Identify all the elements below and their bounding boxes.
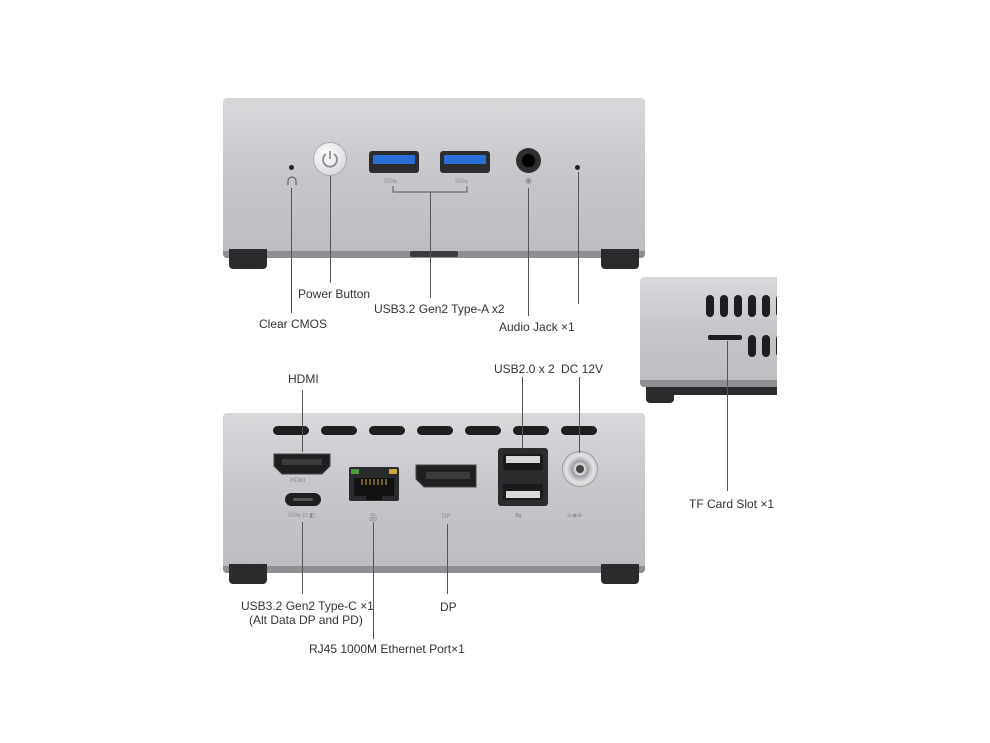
leader-audio (528, 188, 529, 316)
label-rj45: RJ45 1000M Ethernet Port×1 (309, 642, 465, 656)
displayport-port[interactable] (414, 463, 478, 489)
tf-card-slot[interactable] (708, 335, 742, 340)
side-foot (646, 387, 674, 403)
side-vent-2 (720, 295, 728, 317)
rear-vent-3 (369, 426, 405, 435)
label-clear-cmos: Clear CMOS (259, 317, 328, 331)
rear-foot-left (229, 564, 267, 584)
usb2-port-1[interactable] (503, 454, 543, 470)
side-vent-5 (762, 295, 770, 317)
side-vent-9 (776, 335, 777, 357)
usb-c-mark: SS⇆ ⊡ ◧ (288, 513, 316, 519)
usb-ss-mark-1: SS⇆ (384, 179, 398, 185)
side-bottom-edge (674, 387, 777, 395)
rear-vent-2 (321, 426, 357, 435)
front-foot-left (229, 249, 267, 269)
side-panel-edge (640, 380, 777, 387)
ethernet-icon: 品 (369, 513, 377, 522)
usb-a-port-2[interactable] (440, 151, 490, 173)
side-vent-1 (706, 295, 714, 317)
label-tf-card: TF Card Slot ×1 (689, 497, 775, 511)
leader-clear-cmos (291, 188, 292, 313)
side-vent-3 (734, 295, 742, 317)
dc-jack[interactable] (563, 452, 597, 486)
side-panel (640, 277, 777, 387)
rear-panel-edge (223, 566, 645, 573)
label-power-button: Power Button (298, 287, 371, 301)
label-usb-a: USB3.2 Gen2 Type-A x2 (374, 302, 505, 316)
label-usb-c-line1: USB3.2 Gen2 Type-C ×1 (241, 599, 374, 613)
clear-cmos-icon (287, 176, 297, 185)
usb-c-tongue (293, 498, 313, 501)
rear-vent-4 (417, 426, 453, 435)
leader-usb2 (522, 377, 523, 449)
label-usb-c-line2: (Alt Data DP and PD) (249, 613, 363, 627)
leader-rj45 (373, 522, 374, 639)
leader-power (330, 176, 331, 283)
usb2-port-2[interactable] (503, 484, 543, 500)
hdmi-mark: HDMI (290, 478, 306, 484)
dc-polarity-icon: ⊖◉⊕ (567, 513, 583, 519)
rear-panel (223, 413, 645, 573)
leader-usb-c (302, 522, 303, 594)
label-dp: DP (440, 600, 457, 614)
side-panel-body (640, 277, 777, 387)
front-center-slot (410, 251, 458, 257)
label-audio-jack: Audio Jack ×1 (499, 320, 575, 334)
rear-vent-6 (513, 426, 549, 435)
rear-vent-5 (465, 426, 501, 435)
leader-hdmi (302, 390, 303, 452)
leader-usb-a (430, 192, 431, 298)
side-vent-6 (776, 295, 777, 317)
leader-led (578, 172, 579, 304)
side-vent-8 (762, 335, 770, 357)
audio-jack-mark: ◉ (525, 176, 532, 185)
label-usb2: USB2.0 x 2 (494, 362, 555, 376)
status-led (575, 165, 580, 170)
audio-jack[interactable] (516, 148, 541, 173)
side-vent-7 (748, 335, 756, 357)
rear-vent-1 (273, 426, 309, 435)
usb-symbol-icon: ⇆ (515, 511, 522, 520)
leader-dp (447, 524, 448, 594)
leader-tf-card (727, 341, 728, 491)
hdmi-port[interactable] (272, 452, 332, 476)
usb2-tongue-1 (506, 456, 540, 463)
usb-ss-mark-2: SS⇆ (455, 179, 469, 185)
power-button[interactable] (314, 143, 346, 175)
dp-mark: DP (442, 514, 451, 520)
clear-cmos-pinhole[interactable] (289, 165, 294, 170)
usb2-tongue-2 (506, 491, 540, 498)
rear-foot-right (601, 564, 639, 584)
leader-dc (579, 377, 580, 453)
side-vent-4 (748, 295, 756, 317)
dc-jack-pin (576, 465, 584, 473)
usb-c-port[interactable] (285, 493, 321, 506)
power-icon (322, 151, 338, 168)
label-hdmi: HDMI (288, 372, 319, 386)
usb-a-port-1[interactable] (369, 151, 419, 173)
label-dc: DC 12V (561, 362, 604, 376)
rj45-port[interactable] (348, 466, 400, 502)
front-foot-right (601, 249, 639, 269)
